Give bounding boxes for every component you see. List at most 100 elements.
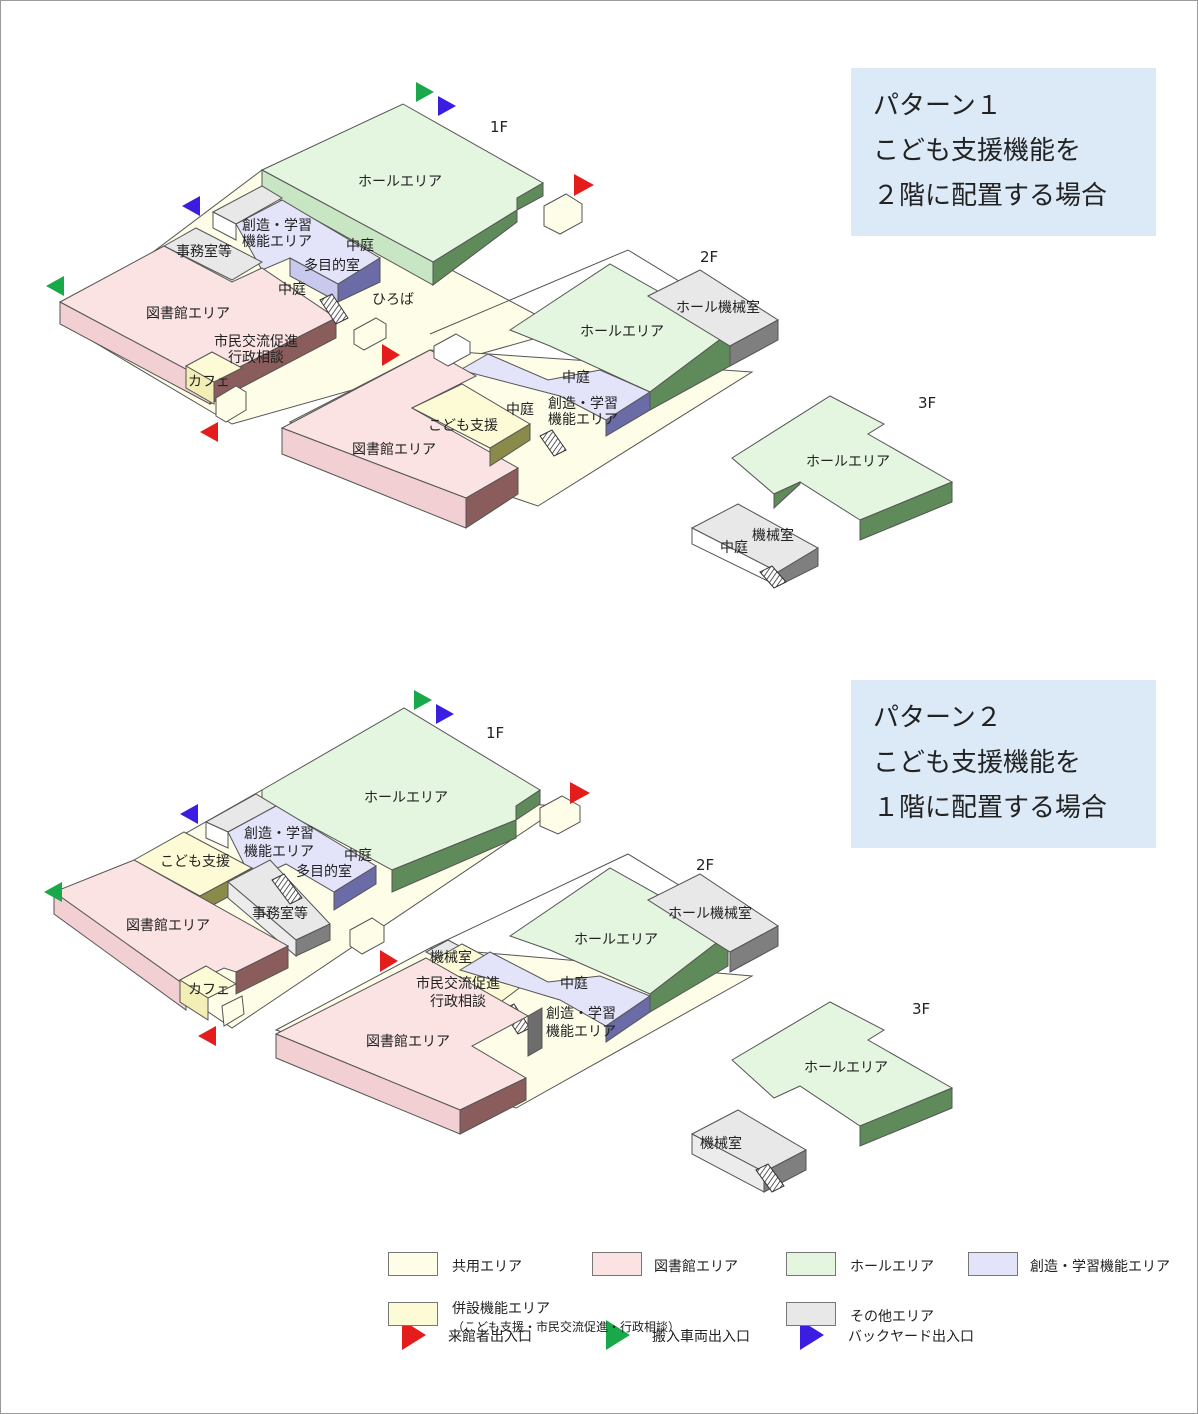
- p2-3f-machine-label: 機械室: [700, 1135, 742, 1152]
- p1-visitor-entrance-icon-right: [574, 174, 594, 196]
- p2-floor-label-1f: 1F: [486, 724, 504, 742]
- p2-1f-creative-label-2: 機能エリア: [244, 844, 314, 860]
- pattern1-title-box: パターン１ こども支援機能を ２階に配置する場合: [851, 68, 1156, 236]
- p1-3f-hall-block: [731, 395, 954, 541]
- legend-hall-label: ホールエリア: [850, 1259, 934, 1275]
- p2-3f-hall-block: [731, 1001, 954, 1147]
- p2-2f-hall-machine-label: ホール機械室: [668, 905, 752, 922]
- p2-2f-exchange-label-2: 行政相談: [430, 994, 486, 1010]
- p1-2f-hall-label: ホールエリア: [580, 324, 664, 340]
- p2-2f-library-label: 図書館エリア: [366, 1033, 450, 1050]
- pattern1-title-line2: こども支援機能を: [873, 136, 1082, 166]
- p2-2f-machine-label: 機械室: [430, 949, 472, 966]
- p1-1f-hall-block: [260, 103, 545, 286]
- p2-2f-creative-block: [458, 951, 652, 1043]
- p2-1f-multipurpose-label: 多目的室: [296, 863, 352, 880]
- p1-visitor-entrance-icon-bottom: [200, 422, 218, 442]
- p1-1f-creative-label-1: 創造・学習: [242, 218, 312, 234]
- p2-2f-hall-block: [508, 867, 729, 1013]
- p2-1f-library-block: [52, 859, 290, 1011]
- pattern1-diagram: 1F 2F 3F ホールエリア 創造・学習 機能エリア 中庭 多目的室 事務室等…: [46, 82, 954, 589]
- p2-2f-courtyard-label: 中庭: [560, 975, 588, 992]
- p1-2f-box: [433, 333, 471, 367]
- p2-vehicle-entrance-icon-top: [414, 690, 432, 710]
- p2-visitor-entrance-icon-bottom: [198, 1026, 216, 1046]
- p1-1f-other-block: [211, 185, 283, 241]
- legend-creative-swatch: [968, 1252, 1018, 1276]
- p2-2f-exchange-label-1: 市民交流促進: [416, 975, 500, 992]
- legend-other-label: その他エリア: [850, 1309, 934, 1325]
- p1-1f-box-a: [353, 317, 387, 351]
- p2-3f-stairs: [755, 1163, 785, 1193]
- p2-1f-kids-label: こども支援: [160, 854, 230, 870]
- p2-1f-creative-label-1: 創造・学習: [244, 826, 314, 842]
- p1-1f-cafe-block: [184, 351, 244, 405]
- p1-2f-hall-block: [508, 263, 731, 411]
- p1-visitor-entrance-icon-mid: [382, 344, 400, 366]
- p1-2f-kids-label: こども支援: [428, 418, 498, 434]
- legend-creative-label: 創造・学習機能エリア: [1030, 1259, 1170, 1275]
- p1-1f-office-block: [162, 227, 264, 281]
- p2-1f-cafe-label: カフェ: [188, 982, 230, 998]
- legend-visitor-icon: [402, 1320, 426, 1350]
- p1-1f-exchange-label-2: 行政相談: [228, 350, 284, 366]
- p1-2f-library-label: 図書館エリア: [352, 441, 436, 458]
- p2-visitor-entrance-icon-right: [570, 782, 590, 804]
- pattern2-title-line2: こども支援機能を: [873, 748, 1082, 778]
- legend-other-swatch: [786, 1302, 836, 1326]
- p2-1f-hall-block: [261, 707, 541, 893]
- p2-visitor-entrance-icon-mid: [380, 950, 398, 972]
- legend-backyard-label: バックヤード出入口: [848, 1329, 974, 1345]
- p2-1f-courtyard-label: 中庭: [344, 847, 372, 864]
- p2-2f-library-block: [274, 957, 543, 1135]
- p1-1f-library-label: 図書館エリア: [146, 305, 230, 322]
- p1-3f-machine-label: 機械室: [752, 527, 794, 544]
- p1-3f-hall-label: ホールエリア: [806, 454, 890, 470]
- p1-1f-exchange-label-1: 市民交流促進: [214, 333, 298, 350]
- p1-3f-machine-block: [690, 503, 820, 587]
- p1-3f-courtyard-label: 中庭: [720, 539, 748, 556]
- legend-vehicle-icon: [606, 1320, 630, 1350]
- p1-1f-courtyard-a-label: 中庭: [346, 237, 374, 254]
- legend-annex-swatch: [388, 1302, 438, 1326]
- p1-1f-cafe-label: カフェ: [188, 374, 230, 390]
- pattern1-title-line3: ２階に配置する場合: [873, 181, 1108, 211]
- p1-2f-hall-machine-label: ホール機械室: [676, 299, 760, 316]
- p1-2f-creative-block: [458, 353, 652, 437]
- legend-common-label: 共用エリア: [452, 1259, 522, 1275]
- p2-3f-hall-label: ホールエリア: [804, 1060, 888, 1076]
- legend-vehicle-label: 搬入車両出入口: [652, 1329, 750, 1345]
- p1-2f-courtyard-a-label: 中庭: [562, 369, 590, 386]
- p2-1f-office-label: 事務室等: [252, 905, 308, 922]
- p2-1f-cafe-block: [179, 965, 238, 1021]
- p1-2f-creative-label-2: 機能エリア: [548, 412, 618, 428]
- p1-2f-stairs: [539, 429, 567, 457]
- p1-1f-hall-label: ホールエリア: [358, 174, 442, 190]
- p2-floor-label-3f: 3F: [912, 1000, 930, 1018]
- legend-annex-label: 併設機能エリア （こども支援・市民交流促進・行政相談）: [452, 1298, 680, 1335]
- p1-1f-box-b: [543, 193, 583, 235]
- legend-backyard-icon: [800, 1320, 824, 1350]
- p1-1f-stairs: [319, 293, 349, 325]
- p1-1f-plaza-label: ひろば: [372, 292, 414, 308]
- legend-annex-title: 併設機能エリア: [452, 1301, 550, 1317]
- p1-backyard-entrance-icon-left: [182, 196, 200, 216]
- p2-backyard-entrance-icon-top: [436, 704, 454, 724]
- p1-1f-multipurpose-label: 多目的室: [304, 257, 360, 274]
- p1-2f-kids-block: [410, 383, 531, 467]
- pattern2-title-box: パターン２ こども支援機能を １階に配置する場合: [851, 680, 1156, 848]
- p1-1f-creative-block: [235, 199, 381, 303]
- p2-2f-creative-label-2: 機能エリア: [546, 1024, 616, 1040]
- p1-backyard-entrance-icon-top: [438, 96, 456, 116]
- p1-2f-creative-label-1: 創造・学習: [548, 396, 618, 412]
- legend-hall-swatch: [786, 1252, 836, 1276]
- p2-2f-hall-label: ホールエリア: [574, 932, 658, 948]
- legend-library-swatch: [592, 1252, 642, 1276]
- p1-1f-library-block: [58, 245, 337, 405]
- p2-2f-creative-label-1: 創造・学習: [546, 1006, 616, 1022]
- p2-1f-office-block: [227, 859, 331, 958]
- p1-floor-label-1f: 1F: [490, 118, 508, 136]
- p2-floor-label-2f: 2F: [696, 856, 714, 874]
- p2-2f-hall-machine-block: [646, 873, 779, 973]
